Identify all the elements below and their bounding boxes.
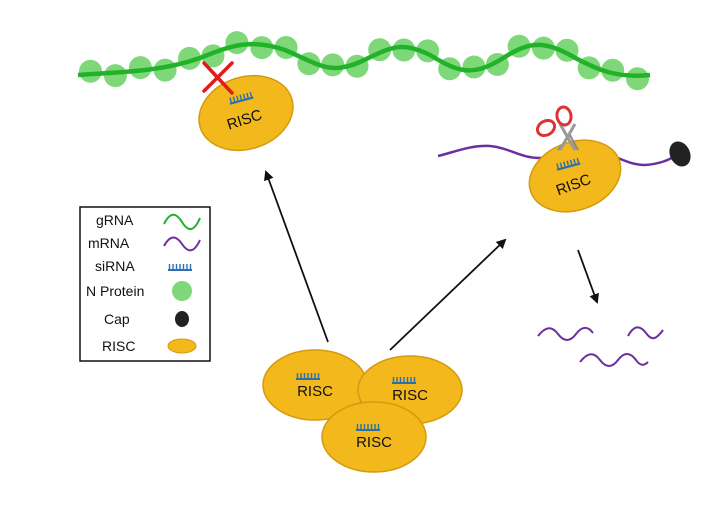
n-protein — [79, 59, 102, 83]
sirna-icon — [392, 377, 416, 384]
n-protein — [250, 36, 274, 60]
legend-item-sirna: siRNA — [95, 258, 192, 274]
mrna-fragments — [537, 326, 664, 367]
legend-item-n-protein: N Protein — [86, 281, 192, 301]
yellow-ellipse-icon — [167, 338, 197, 354]
n-protein — [392, 38, 416, 62]
legend-label: gRNA — [96, 212, 134, 228]
legend: gRNA mRNA siRNA N Protein Cap RISC — [79, 206, 211, 362]
n-protein — [532, 36, 555, 60]
green-wave-icon — [163, 213, 201, 230]
scissors-icon — [535, 105, 579, 151]
blocked-x-icon — [202, 61, 234, 95]
n-protein — [128, 56, 152, 80]
n-protein — [103, 64, 127, 88]
risc-complex: RISC — [321, 401, 427, 473]
n-protein — [321, 53, 345, 77]
arrow-to-blocked — [264, 170, 329, 343]
legend-label: Cap — [104, 311, 130, 327]
legend-item-cap: Cap — [104, 311, 189, 327]
black-circle-icon — [175, 311, 189, 327]
sirna-icon — [556, 157, 581, 171]
cap-icon — [669, 141, 691, 167]
legend-label: N Protein — [86, 283, 144, 299]
legend-label: siRNA — [95, 258, 135, 274]
sirna-icon — [229, 91, 254, 105]
n-protein — [626, 67, 649, 91]
green-circle-icon — [172, 281, 192, 301]
risc-label: RISC — [297, 383, 333, 400]
risc-complex: RISC — [262, 349, 368, 421]
sirna-comb-icon — [168, 264, 192, 271]
sirna-icon — [356, 424, 380, 431]
n-protein — [462, 55, 486, 79]
risc-cluster: RISC RISC RISC — [262, 349, 463, 473]
legend-label: mRNA — [88, 235, 130, 251]
legend-label: RISC — [102, 338, 135, 354]
grna-strand — [77, 41, 651, 78]
arrow-to-degradation — [577, 249, 599, 304]
risc-label: RISC — [392, 387, 428, 404]
purple-wave-icon — [163, 236, 201, 252]
sirna-icon — [296, 373, 320, 380]
legend-item-risc: RISC — [102, 338, 197, 354]
risc-label: RISC — [356, 434, 392, 451]
legend-item-mrna: mRNA — [88, 235, 201, 252]
legend-item-grna: gRNA — [96, 212, 201, 230]
arrow-to-cleavage — [389, 238, 507, 351]
risc-blocked: RISC — [198, 74, 294, 152]
